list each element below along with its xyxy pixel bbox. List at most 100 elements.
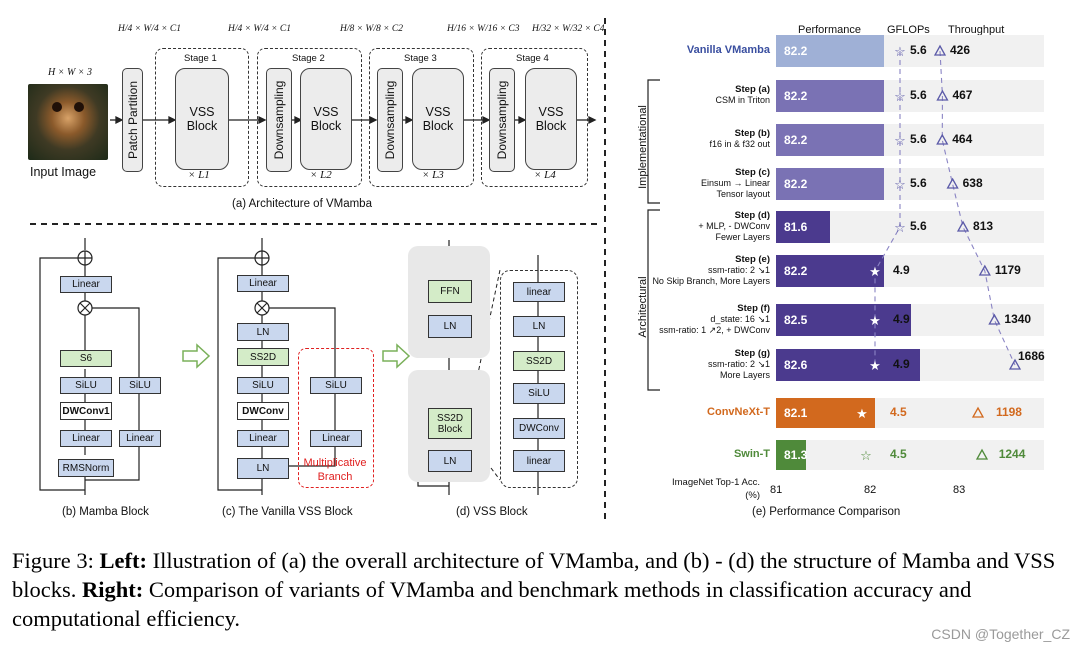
row-detail: ssm-ratio: 2 ↘1 [707,358,770,369]
ln-block: LN [428,315,472,338]
linear-in: Linear [237,430,289,447]
throughput-value: 467 [952,88,973,102]
silu-side-block: SiLU [310,377,362,394]
row-detail: More Layers [719,369,770,380]
caption-right-label: Right: [82,577,144,602]
gflops-star-icon: ☆ [894,45,906,60]
gflops-star-icon: ☆ [894,134,906,149]
throughput-triangle-icon [946,177,959,189]
gflops-star-icon: ☆ [894,178,906,193]
accuracy-bar: 82.2 [776,35,884,67]
stage-2 [257,48,362,187]
accuracy-bar: 82.6 [776,349,920,381]
accuracy-bar: 82.2 [776,168,884,200]
ffn-block: FFN [428,280,472,303]
gflops-value: 4.9 [893,312,910,326]
caption-right-text: Comparison of variants of VMamba and ben… [12,577,972,631]
downsampling-block: Downsampling [489,68,515,172]
gflops-value: 4.9 [893,263,910,277]
row-detail: ssm-ratio: 1 ↗2, + DWConv [659,324,770,335]
trend-line [939,50,1016,366]
input-image-label: Input Image [30,165,97,179]
dwconv-block: DWConv [513,418,565,439]
repeat-label: × L2 [310,169,332,181]
downsampling-block: Downsampling [377,68,403,172]
vanilla-caption: (c) The Vanilla VSS Block [222,506,353,518]
stage-title: Stage 4 [516,53,549,64]
vss-caption: (d) VSS Block [456,506,528,518]
gflops-star-icon: ☆ [860,449,872,464]
accuracy-bar: 82.2 [776,80,884,112]
linear-in: linear [513,450,565,472]
repeat-label: × L3 [422,169,444,181]
performance-markers: ☆☆☆☆☆★★★★☆ [856,44,1022,464]
throughput-triangle-icon [971,406,985,418]
throughput-triangle-icon [956,220,970,232]
accuracy-bar: 82.2 [776,255,884,287]
row-background [776,440,1044,470]
accuracy-bar: 82.5 [776,304,911,336]
dim-label: H/4 × W/4 × C1 [228,24,291,34]
row-label: Step (b)f16 in & f32 out [709,128,770,150]
gflops-star-icon: ★ [869,265,881,280]
accuracy-bar: 82.1 [776,398,875,428]
throughput-value: 464 [952,132,973,146]
throughput-value: 638 [962,176,983,190]
silu-side-block: SiLU [119,377,161,394]
tick-label: 81 [770,484,783,496]
silu-block: SiLU [237,377,289,394]
ss2d-block: SS2D [513,351,565,371]
gflops-value: 5.6 [910,43,927,57]
ss2d-block: SS2D Block [428,408,472,439]
vss-block: VSS Block [300,68,352,170]
linear-out: Linear [60,276,112,293]
row-title: Vanilla VMamba [686,44,770,57]
row-title: Step (a) [735,84,770,96]
downsampling-block: Downsampling [266,68,292,172]
stage-title: Stage 2 [292,53,325,64]
input-image [28,84,108,160]
dim-label: H/32 × W/32 × C4 [532,24,605,34]
tick-label: 83 [953,484,966,496]
silu-block: SiLU [513,383,565,404]
stage-title: Stage 1 [184,53,217,64]
row-label: Step (a)CSM in Triton [715,84,770,106]
s6-block: S6 [60,350,112,367]
gflops-value: 4.5 [890,447,907,461]
gflops-star-icon: ★ [869,359,881,374]
row-detail: + MLP, - DWConv [698,220,770,231]
row-label: Swin-T [734,449,770,460]
stage-4 [481,48,588,187]
vss-detail-box [500,270,578,488]
row-detail: d_state: 16 ↘1 [710,313,770,324]
row-title: Swin-T [733,448,770,461]
throughput-triangle-icon [978,264,991,276]
ln-in-block: LN [237,458,289,479]
gflops-value: 5.6 [910,132,927,146]
row-detail: Einsum → Linear [700,177,770,188]
arch-caption: (a) Architecture of VMamba [232,198,372,210]
patch-partition-block: Patch Partition [122,68,143,172]
row-detail: ssm-ratio: 2 ↘1 [707,264,770,275]
silu-block: SiLU [60,377,112,394]
gflops-value: 4.9 [893,357,910,371]
caption-left-text: Illustration of (a) the overall architec… [12,548,1056,602]
linear-out: Linear [237,275,289,292]
throughput-value: 1179 [994,263,1021,277]
figure-caption: Figure 3: Left: Illustration of (a) the … [12,546,1068,633]
ln-block: LN [513,316,565,337]
row-detail: f16 in & f32 out [709,139,770,150]
gflops-star-icon: ☆ [894,90,906,105]
linear-side-block: Linear [310,430,362,447]
linear-in: Linear [60,430,112,447]
vss-block: VSS Block [175,68,229,170]
watermark: CSDN @Together_CZ [931,626,1070,642]
stage-title: Stage 3 [404,53,437,64]
row-label: Vanilla VMamba [687,45,770,56]
repeat-label: × L1 [188,169,210,181]
ln-block: LN [428,450,472,472]
gflops-star-icon: ★ [869,314,881,329]
